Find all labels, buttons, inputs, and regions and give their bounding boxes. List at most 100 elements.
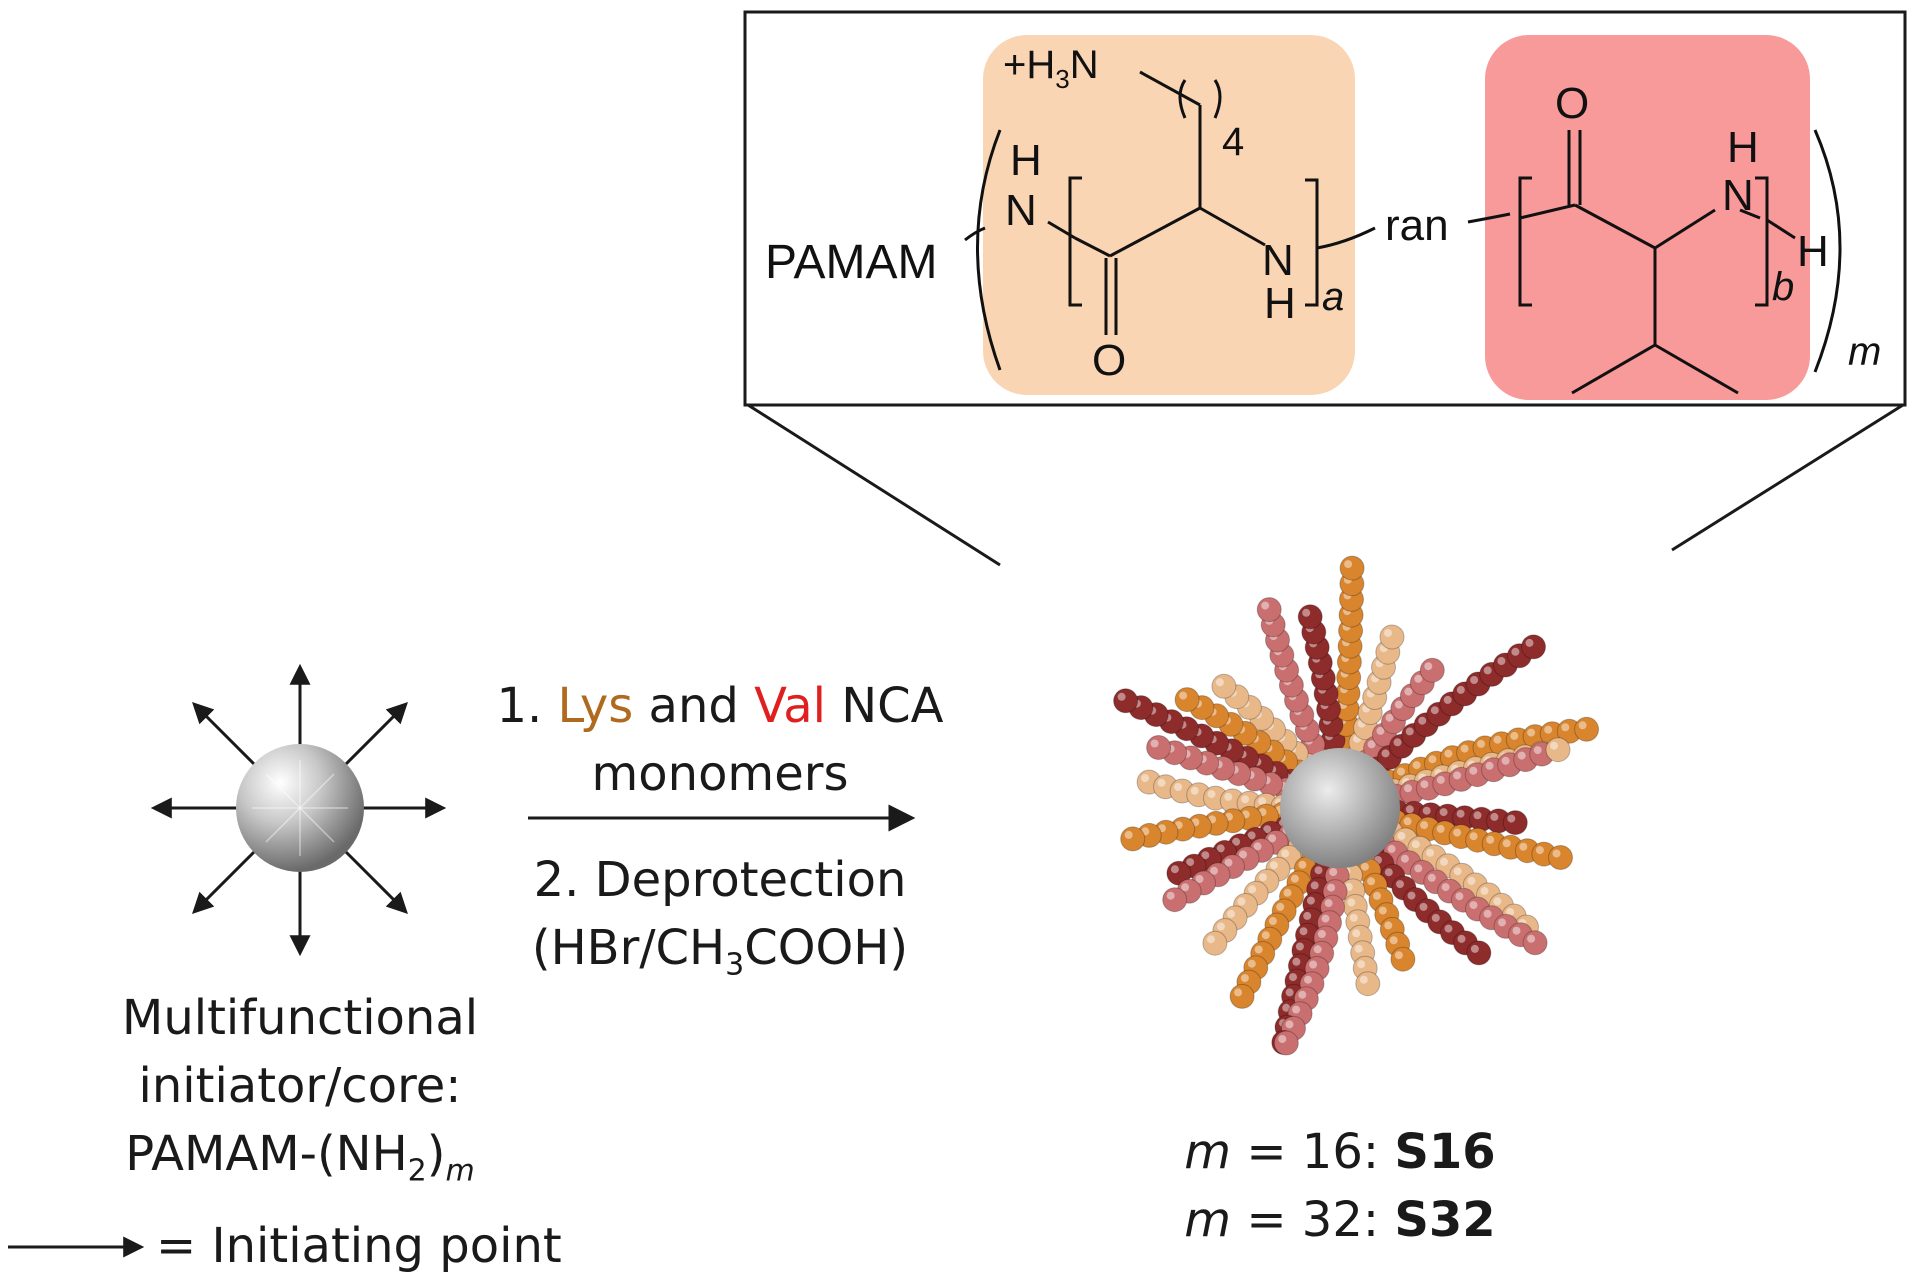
polymer-bead-highlight [1170,865,1179,874]
polymer-bead-highlight [1321,914,1330,923]
polymer-bead-highlight [1381,749,1390,758]
polymer-bead-highlight [1501,756,1510,765]
nh-right-h: H [1727,123,1759,172]
polymer-bead-highlight [1117,692,1126,701]
polymer-bead-highlight [1216,922,1225,931]
lys-label: Lys [557,678,634,734]
polymer-bead-highlight [1561,723,1570,732]
polymer-bead-highlight [1436,824,1445,833]
backbone-1 [1074,236,1111,258]
core-caption-sub: 2 [407,1153,427,1189]
arrow-up-right [343,702,408,767]
polymer-bead-highlight [1237,897,1246,906]
polymer-bead-highlight [1378,906,1387,915]
polymer-bead-highlight [1473,811,1482,820]
polymer-bead-highlight [1387,844,1396,853]
outer-left-paren [976,129,1002,371]
polymer-bead-highlight [1470,676,1479,684]
polymer-bead-highlight [1394,951,1403,960]
s16-eq: = 16: [1246,1124,1380,1180]
polymer-bead-highlight [1430,706,1439,715]
val-left-bracket [1518,176,1532,307]
zoom-line-right [1671,403,1904,552]
carbonyl-o2: O [1555,79,1589,128]
pamam-core-sphere [236,744,364,872]
initiator-core [150,663,447,957]
polymer-bead [1211,673,1237,699]
s32-eq: = 32: [1246,1192,1380,1248]
polymer-bead-highlight [1303,911,1312,920]
polymer-bead-highlight [1512,926,1521,935]
polymer-bead-highlight [1150,739,1159,748]
val-right-bracket [1755,176,1769,307]
polymer-bead-highlight [1419,902,1428,911]
val-backbone-3 [1654,208,1716,250]
polymer-bead [1545,737,1571,763]
structure-bonds [964,70,1842,395]
polymer-bead-highlight [1359,975,1368,984]
polymer-bead-highlight [1329,868,1338,876]
polymer-bead-highlight [1420,821,1429,830]
polymer-bead [1521,634,1546,660]
arrow-down-right [343,849,408,914]
polymer-bead-highlight [1486,835,1495,844]
polymer-bead-highlight [1519,842,1528,851]
polymer-bead-highlight [1414,674,1423,683]
polymer-bead-highlight [1436,775,1445,784]
subscript-b: b [1772,265,1794,309]
legend-text: = Initiating point [156,1218,562,1274]
polymer-bead-highlight [1424,662,1433,671]
polymer-bead-highlight [1373,891,1381,900]
polymer-bead-highlight [1440,857,1448,866]
amine-label: +H3N [1003,43,1099,94]
polymer-bead-highlight [1278,1035,1287,1043]
polymer-bead-highlight [1349,913,1358,922]
polymer-bead-highlight [1384,629,1392,637]
s16-name: S16 [1394,1124,1496,1180]
nh-top-n: N [1005,186,1037,235]
polymer-bead-highlight [1195,875,1204,883]
polymer-bead-highlight [1247,831,1256,840]
polymer-bead-highlight [1525,638,1534,647]
polymer-bead-highlight [1393,738,1402,747]
polymer-bead [1202,930,1228,956]
polymer-bead-highlight [1298,860,1307,869]
polymer-bead-highlight [1295,942,1304,951]
polymer-bead-highlight [1216,844,1225,853]
polymer-bead-highlight [1186,858,1195,867]
polymer-bead-highlight [1535,846,1544,855]
polymer-bead-highlight [1263,825,1272,834]
polymer-bead-highlight [1493,897,1502,906]
polymer-bead-highlight [1502,839,1511,848]
polymer-bead-highlight [1354,944,1363,953]
polymer-bead-highlight [1313,945,1322,954]
step2-line2-sub: 3 [725,947,745,983]
polymer-bead-highlight [1352,929,1361,938]
polymer-bead-highlight [1292,1005,1301,1014]
polymer-bead-highlight [1439,808,1448,817]
polymer-bead-highlight [1276,902,1285,911]
polymer-bead-highlight [1306,896,1315,905]
polymer-bead [1120,826,1146,852]
step2-line1: 2. Deprotection [533,852,907,908]
polymer-bead [1174,687,1200,713]
ran-left-bond [1316,226,1376,250]
polymer-bead [1548,845,1573,870]
polymer-bead-highlight [1498,918,1506,927]
polymer-bead-highlight [1281,849,1290,858]
polymer-bead-highlight [1314,866,1323,875]
polymer-bead-highlight [1552,849,1561,858]
polymer-bead-highlight [1282,1003,1291,1012]
polymer-bead-highlight [1431,913,1440,922]
s16-var: m [1184,1124,1232,1180]
polymer-bead-highlight [1254,945,1263,954]
polymer-bead-highlight [1269,861,1278,870]
polymer-bead-highlight [1234,988,1243,997]
polymer-bead-highlight [1240,974,1249,983]
polymer-bead-highlight [1441,883,1450,892]
polymer-bead-highlight [1360,862,1369,871]
polymer-bead-highlight [1347,898,1356,907]
core-facets [252,760,348,856]
polymer-bead-highlight [1299,927,1308,936]
